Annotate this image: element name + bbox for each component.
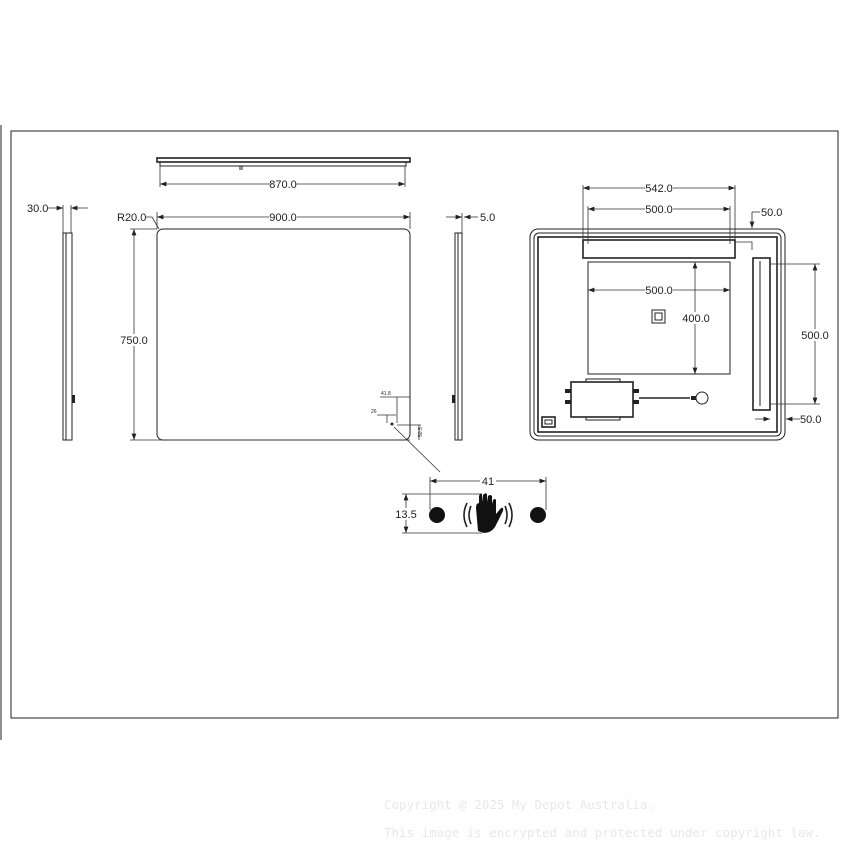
top-offset-label: 50.0 <box>761 207 782 219</box>
top-width-label: 870.0 <box>269 179 297 191</box>
side-offset-label: 50.0 <box>800 414 821 426</box>
depth-label: 30.0 <box>27 203 48 215</box>
back-view: 542.0 500.0 50.0 500.0 400.0 500.0 50.0 <box>529 182 829 441</box>
sensor-spacing-label: 26 <box>371 409 377 415</box>
watermark-line-2: This image is encrypted and protected un… <box>384 825 821 840</box>
side-depth-label: 5.0 <box>480 212 495 224</box>
bar-inner-label: 500.0 <box>645 204 673 216</box>
sensor-offset-y-label: 50.5 <box>418 427 424 437</box>
panel-height-label: 400.0 <box>682 313 710 325</box>
right-side-view: 5.0 <box>446 212 495 441</box>
front-view: 900.0 R20.0 750.0 41.8 26 50.5 <box>117 211 441 473</box>
sensor-detail: 41 13.5 <box>395 475 547 534</box>
drawing-border <box>10 130 839 719</box>
top-view: 870.0 <box>156 157 411 191</box>
top-light-bar <box>582 239 736 259</box>
bar-length-label: 542.0 <box>645 183 673 195</box>
panel-width-label: 500.0 <box>645 285 673 297</box>
watermark-line-1: Copyright @ 2025 My Depot Australia. <box>384 797 655 812</box>
hand-wave-sensor-icon <box>463 493 513 533</box>
led-driver-box <box>570 381 634 418</box>
front-height-label: 750.0 <box>120 335 148 347</box>
detail-leader-line <box>393 426 441 473</box>
front-width-label: 900.0 <box>269 212 297 224</box>
radius-label: R20.0 <box>117 212 146 224</box>
plug-icon <box>695 391 709 405</box>
indicator-dot-right <box>530 507 546 523</box>
sensor-offset-x-label: 41.8 <box>381 391 391 397</box>
indicator-dot-left <box>429 507 445 523</box>
heater-panel <box>587 261 731 375</box>
side-light-bar <box>752 257 771 411</box>
side-bar-length-label: 500.0 <box>801 330 829 342</box>
switch-icon <box>541 416 556 428</box>
detail-height-label: 13.5 <box>395 509 416 521</box>
detail-width-label: 41 <box>482 476 494 488</box>
left-side-view: 30.0 <box>27 203 88 441</box>
